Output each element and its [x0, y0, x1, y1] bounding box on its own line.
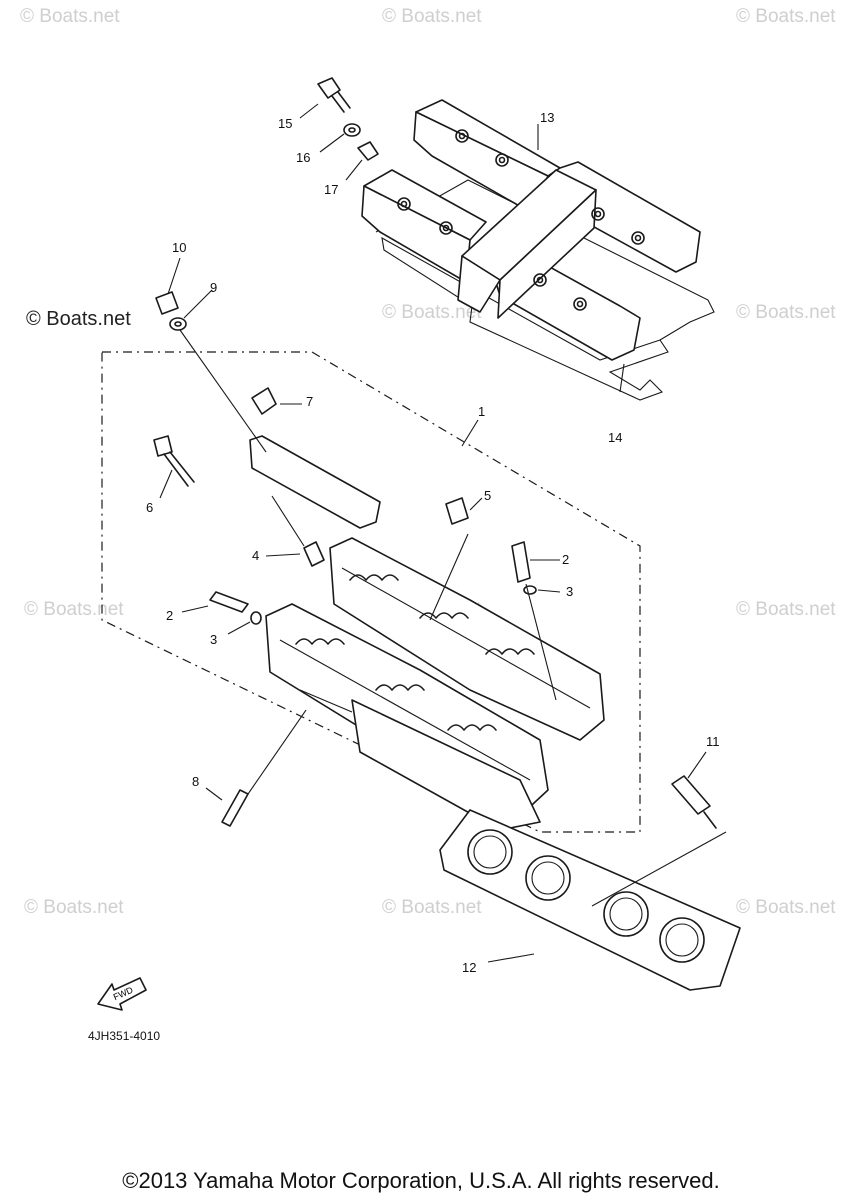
callout-11: 11	[706, 734, 720, 749]
callout-10: 10	[172, 240, 186, 255]
leader-lines	[159, 103, 727, 963]
callout-1: 1	[478, 404, 485, 419]
callout-8: 8	[192, 774, 199, 789]
watermark: © Boats.net	[382, 897, 482, 918]
callout-16: 16	[296, 150, 310, 165]
callout-4: 4	[252, 548, 259, 563]
assembly-boundary	[101, 351, 641, 833]
part-code: 4JH351-4010	[88, 1029, 160, 1043]
watermark: © Boats.net	[24, 897, 124, 918]
callout-7: 7	[306, 394, 313, 409]
callout-2: 2	[166, 608, 173, 623]
watermark: © Boats.net	[24, 599, 124, 620]
cylinder-head	[249, 435, 605, 831]
watermark: © Boats.net	[382, 302, 482, 323]
valve-cover-assembly	[361, 99, 715, 401]
callout-6: 6	[146, 500, 153, 515]
callout-12: 12	[462, 960, 476, 975]
hardware-parts	[153, 77, 717, 829]
callout-14: 14	[608, 430, 622, 445]
watermark: © Boats.net	[382, 6, 482, 27]
callout-labels: 1 2 2 3 3 4 5 6 7 8 9 10 11 12 13 14 15 …	[146, 110, 720, 975]
watermark: © Boats.net	[736, 599, 836, 620]
watermark: © Boats.net	[736, 302, 836, 323]
callout-15: 15	[278, 116, 292, 131]
copyright-footer: ©2013 Yamaha Motor Corporation, U.S.A. A…	[122, 1168, 720, 1193]
callout-9: 9	[210, 280, 217, 295]
callout-13: 13	[540, 110, 554, 125]
head-gasket	[439, 809, 741, 991]
watermark: © Boats.net	[20, 6, 120, 27]
callout-3: 3	[210, 632, 217, 647]
watermark: © Boats.net	[736, 897, 836, 918]
callout-17: 17	[324, 182, 338, 197]
watermark-dark: © Boats.net	[26, 308, 131, 330]
callout-2: 2	[562, 552, 569, 567]
forward-direction-arrow: FWD	[97, 977, 147, 1011]
callout-3: 3	[566, 584, 573, 599]
watermark: © Boats.net	[736, 6, 836, 27]
callout-5: 5	[484, 488, 491, 503]
